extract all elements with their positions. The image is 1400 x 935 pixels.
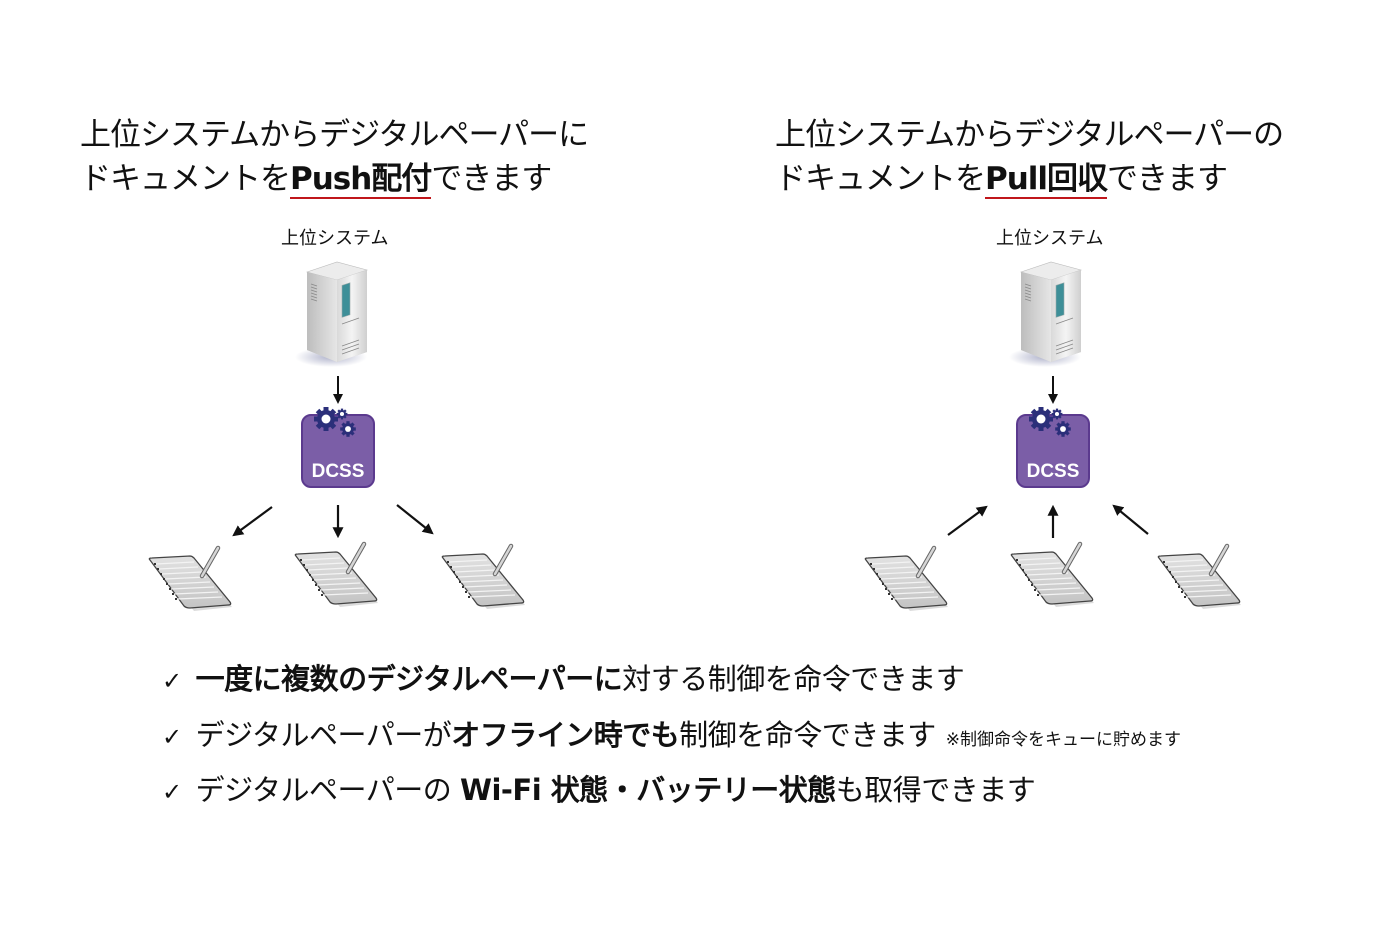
pull-device-2-icon [1011,544,1094,607]
check-icon: ✓ [162,778,182,806]
bullet-emphasis: オフライン時でも [451,718,680,752]
push-hub-label: DCSS [312,461,365,482]
pull-device-1-icon [865,548,948,611]
bullet-emphasis: 一度に複数のデジタルペーパーに [195,662,623,696]
bullet-text: 制御を命令できます [679,718,936,752]
push-arrow-left [232,506,273,537]
bullet-text: も取得できます [835,773,1036,807]
push-headline: 上位システムからデジタルペーパーに ドキュメントをPush配付できます [80,113,589,201]
bullet-item: ✓ デジタルペーパーの Wi-Fi 状態・バッテリー状態も取得できます [162,767,1036,809]
push-headline-post: できます [431,161,552,197]
push-headline-emphasis: Push配付 [290,161,432,199]
push-arrow-right [396,504,434,535]
bullet-text: デジタルペーパーの [195,773,460,807]
bullet-emphasis: Wi-Fi 状態・バッテリー状態 [459,773,836,807]
pull-server-icon [1008,261,1082,368]
bullet-item: ✓ デジタルペーパーがオフライン時でも制御を命令できます ※制御命令をキューに貯めま… [162,712,1181,754]
push-device-3-icon [442,546,525,609]
pull-arrow-right [1112,504,1149,535]
pull-arrow-left [947,505,988,536]
check-icon: ✓ [162,723,182,751]
push-headline-line2: ドキュメントをPush配付できます [80,157,588,201]
pull-headline-pre: ドキュメントを [775,161,986,197]
bullet-text: デジタルペーパーが [195,718,452,752]
pull-headline-emphasis: Pull回収 [985,161,1108,199]
push-server-icon [294,261,368,368]
push-headline-pre: ドキュメントを [80,161,291,197]
pull-hub-label: DCSS [1027,461,1080,482]
bullet-note: ※制御命令をキューに貯めます [945,730,1182,750]
push-system-label: 上位システム [281,228,389,249]
pull-system-label: 上位システム [996,228,1104,249]
pull-headline: 上位システムからデジタルペーパーの ドキュメントをPull回収できます [775,113,1284,201]
pull-headline-line1: 上位システムからデジタルペーパーの [775,117,1284,153]
pull-headline-line2: ドキュメントをPull回収できます [775,157,1283,201]
push-device-2-icon [295,544,378,607]
bullet-text: 対する制御を命令できます [622,662,965,696]
check-icon: ✓ [162,667,182,695]
bullet-item: ✓ 一度に複数のデジタルペーパーに対する制御を命令できます [162,656,965,698]
pull-headline-post: できます [1107,161,1228,197]
pull-device-3-icon [1158,546,1241,609]
push-device-1-icon [149,548,232,611]
push-headline-line1: 上位システムからデジタルペーパーに [80,117,589,153]
